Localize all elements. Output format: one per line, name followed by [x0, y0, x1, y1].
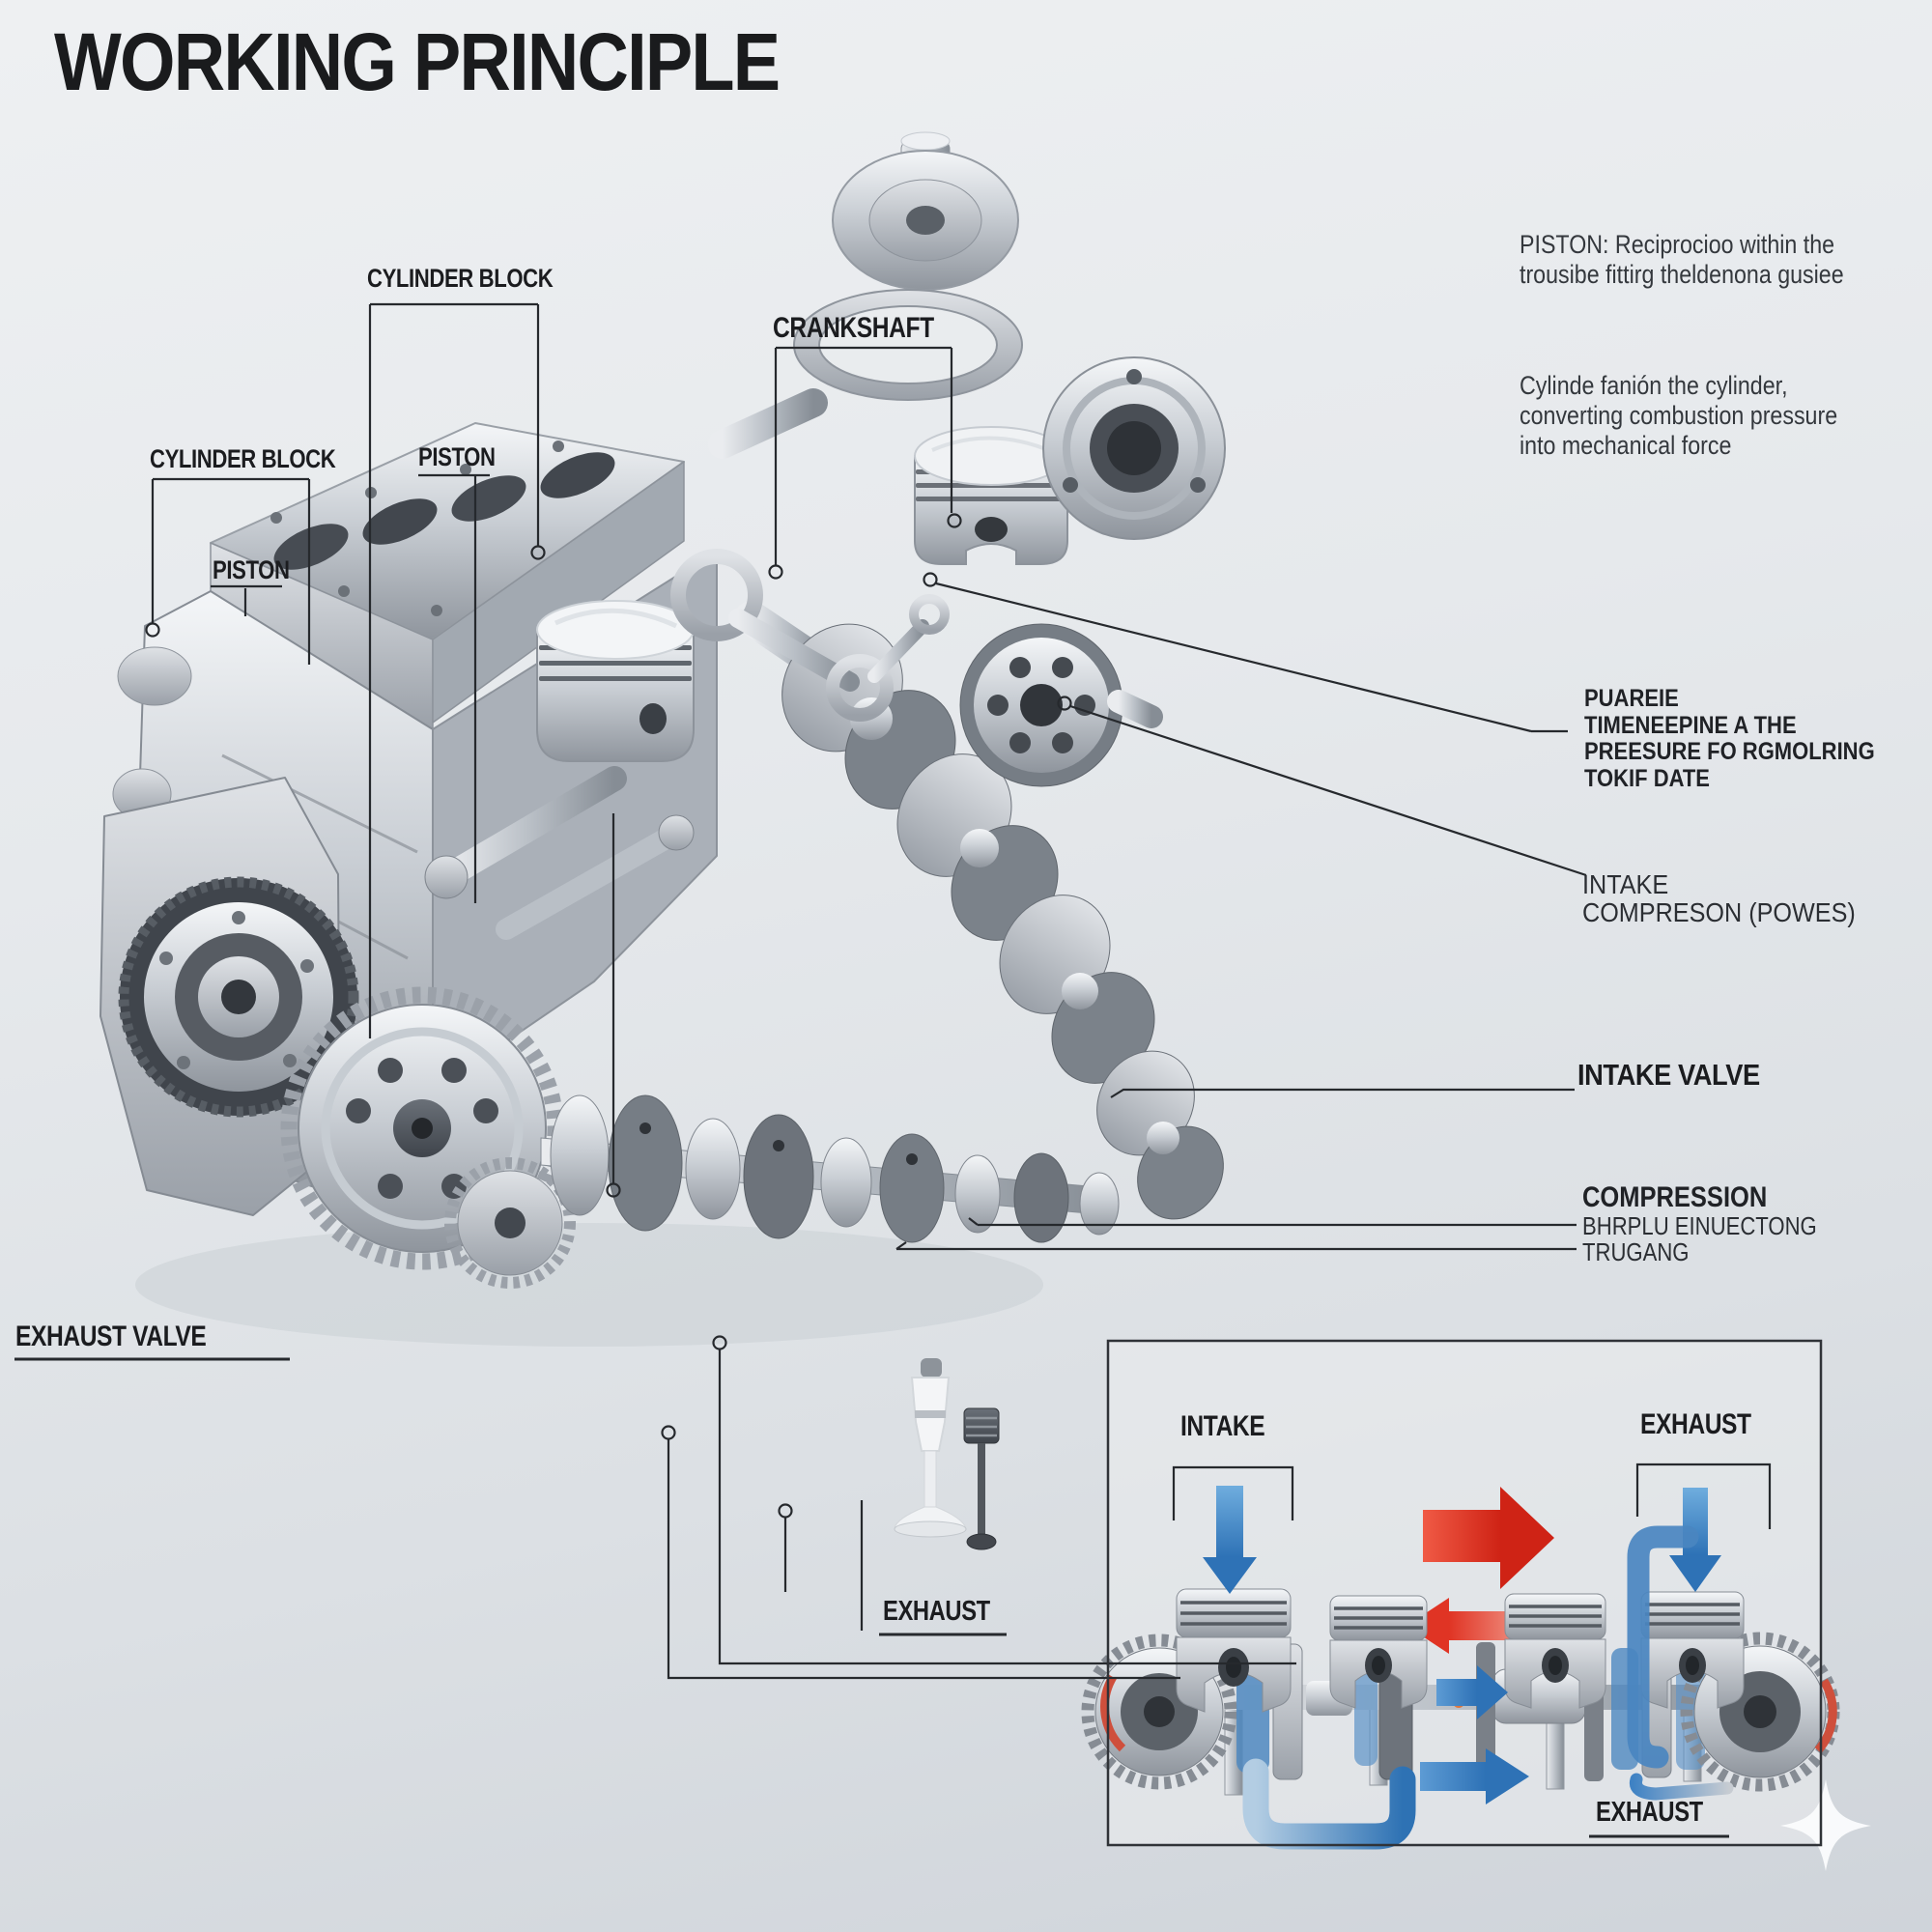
inset-arrows: [1203, 1486, 1734, 1850]
note-piston: PISTON: Reciprocioo within the trousibe …: [1520, 230, 1844, 290]
leader-compression-1: [968, 1217, 1577, 1227]
note-cylinder-line3: into mechanical force: [1520, 431, 1732, 460]
note-intake-line1: INTAKE: [1582, 869, 1669, 899]
note-piston-line1: PISTON: Reciprocioo within the: [1520, 230, 1835, 259]
piston-in-block: [536, 600, 695, 762]
compression-right-arrow: [1423, 1487, 1554, 1589]
leader-camshaft-b: [718, 1350, 1296, 1665]
leader-intake-note: [1069, 704, 1587, 877]
leader-cylinder-block-top: [368, 302, 540, 1038]
piston-exploded: [914, 426, 1068, 565]
page-title: WORKING PRINCIPLE: [54, 16, 781, 107]
leader-lines: [14, 302, 1823, 1847]
camshaft: [540, 1094, 1120, 1243]
leader-camshaft-a: [667, 1439, 1180, 1680]
note-cylinder-line1: Cylinde fanión the cylinder,: [1520, 371, 1788, 400]
inset-diagram: [1081, 1341, 1840, 1850]
bracket-inset-exhaust: [1635, 1463, 1772, 1529]
label-exhaust-valve: EXHAUST VALVE: [15, 1321, 207, 1352]
label-inset-exhaust-bottom: EXHAUST: [1596, 1797, 1703, 1828]
note-puareie-line3: PREESURE FO RGMOLRING: [1584, 738, 1875, 765]
exploded-parts: [670, 131, 1226, 787]
label-crankshaft: CRANKSHAFT: [773, 312, 934, 344]
exhaust-fade-arrow: [1629, 1773, 1734, 1801]
note-puareie-line4: TOKIF DATE: [1584, 764, 1710, 792]
inset-piston-4: [1640, 1591, 1745, 1709]
inset-piston-1: [1176, 1588, 1292, 1713]
note-compression-heading: COMPRESSION: [1582, 1181, 1768, 1213]
leader-compression-2: [895, 1241, 1577, 1251]
cam-sprocket: [959, 623, 1163, 787]
seal-flange: [1042, 356, 1226, 540]
label-exhaust-bottom: EXHAUST: [883, 1596, 990, 1627]
note-cylinder-line2: converting combustion pressure: [1520, 401, 1838, 430]
label-piston-left: PISTON: [213, 555, 290, 584]
note-intake: INTAKE COMPRESON (POWES): [1582, 870, 1856, 926]
label-cylinder-block-left: CYLINDER BLOCK: [150, 444, 336, 473]
wrist-pin: [708, 388, 828, 459]
mid-right-blue-arrow: [1436, 1665, 1508, 1719]
label-cylinder-block-top: CYLINDER BLOCK: [367, 264, 554, 293]
spark-plug: [894, 1358, 967, 1538]
note-puareie-line1: PUAREIE: [1584, 685, 1679, 712]
leader-piston-left: [211, 584, 282, 616]
retaining-ring: [793, 289, 1024, 401]
label-intake-valve: INTAKE VALVE: [1577, 1058, 1760, 1092]
leader-crankshaft: [774, 346, 953, 565]
exhaust-valve-part: [963, 1407, 1000, 1550]
inset-piston-3: [1504, 1593, 1606, 1709]
inset-piston-2: [1329, 1595, 1428, 1709]
leader-puareie: [935, 582, 1568, 733]
leader-intake-valve: [1110, 1088, 1575, 1098]
lower-right-blue-arrow: [1420, 1748, 1529, 1804]
note-piston-line2: trousibe fittirg theldenona gusiee: [1520, 260, 1844, 289]
note-compression-line2: TRUGANG: [1582, 1237, 1690, 1266]
valve-parts: [894, 1358, 1000, 1550]
inset-border: [1106, 1339, 1823, 1847]
intake-curve-arrow: [1242, 1758, 1416, 1850]
rocker-fork: [670, 527, 950, 722]
note-compression-line1: BHRPLU EINUECTONG: [1582, 1211, 1817, 1240]
inset-pistons: [1176, 1588, 1745, 1713]
note-compression: COMPRESSION BHRPLU EINUECTONG TRUGANG: [1582, 1182, 1817, 1265]
label-piston-center: PISTON: [418, 442, 496, 471]
intake-down-arrow: [1203, 1486, 1257, 1594]
leader-piston-center: [418, 473, 490, 903]
note-intake-line2: COMPRESON (POWES): [1582, 897, 1856, 927]
timing-gear-assembly: [118, 876, 576, 1289]
label-inset-exhaust-top: EXHAUST: [1640, 1408, 1751, 1440]
leader-cylinder-block-left: [151, 477, 311, 665]
note-puareie-line2: TIMENEEPINE A THE: [1584, 711, 1797, 739]
label-inset-intake: INTAKE: [1180, 1410, 1265, 1442]
pulley-damper: [832, 131, 1019, 291]
note-cylinder: Cylinde fanión the cylinder, converting …: [1520, 371, 1837, 461]
exhaust-pipe-arrow: [1627, 1525, 1699, 1769]
sparkle-icon: [1780, 1779, 1871, 1871]
note-puareie: PUAREIE TIMENEEPINE A THE PREESURE FO RG…: [1584, 685, 1875, 792]
bracket-inset-intake: [1172, 1465, 1294, 1520]
